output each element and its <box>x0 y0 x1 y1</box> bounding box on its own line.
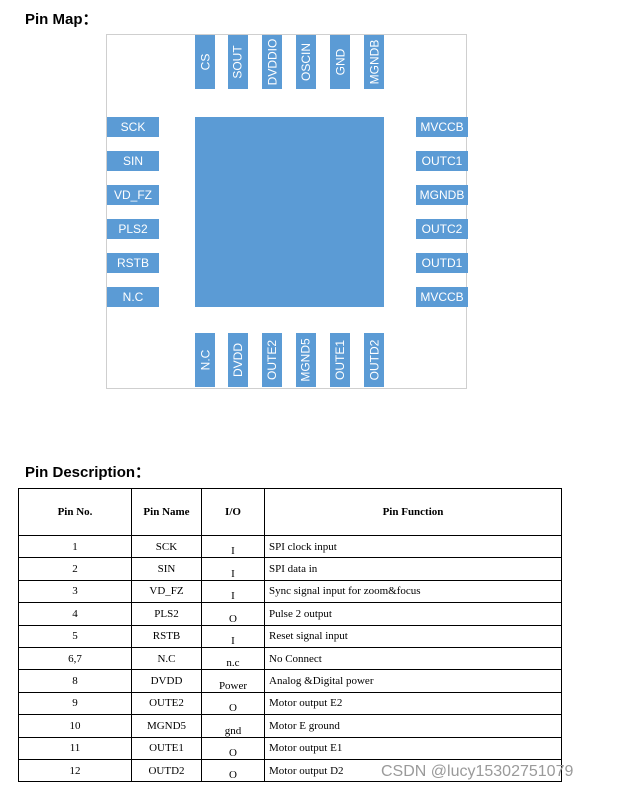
cell-pin-function: Motor output E2 <box>264 691 562 716</box>
cell-pin-name: RSTB <box>131 624 202 648</box>
pin-bottom-6: OUTD2 <box>364 333 384 387</box>
pin-bottom-4: MGND5 <box>296 333 316 387</box>
cell-pin-no: 2 <box>18 557 132 581</box>
cell-pin-function: No Connect <box>264 646 562 671</box>
pin-description-heading: Pin Description： <box>25 464 151 481</box>
table-row: 9 OUTE2 O Motor output E2 <box>18 691 562 716</box>
cell-pin-no: 11 <box>18 736 132 760</box>
pin-left-3: VD_FZ <box>107 185 159 205</box>
cell-io: I <box>201 579 265 604</box>
cell-io: O <box>201 602 265 626</box>
cell-pin-no: 1 <box>18 534 132 559</box>
table-row: 1 SCK I SPI clock input <box>18 534 562 559</box>
cell-pin-no: 6,7 <box>18 646 132 671</box>
pin-left-1: SCK <box>107 117 159 137</box>
cell-pin-function: Analog &Digital power <box>264 669 562 693</box>
cell-pin-function: Motor output E1 <box>264 736 562 760</box>
column-header-pin-name: Pin Name <box>131 488 202 536</box>
cell-io: Power <box>201 669 265 693</box>
cell-pin-function: Reset signal input <box>264 624 562 648</box>
pin-top-2: SOUT <box>228 35 248 89</box>
pin-right-6: MVCCB <box>416 287 468 307</box>
column-header-pin-function: Pin Function <box>264 488 562 536</box>
pin-top-1: CS <box>195 35 215 89</box>
table-row: 3 VD_FZ I Sync signal input for zoom&foc… <box>18 579 562 604</box>
cell-pin-no: 8 <box>18 669 132 693</box>
table-row: 6,7 N.C n.c No Connect <box>18 646 562 671</box>
pin-description-table: Pin No. Pin Name I/O Pin Function 1 SCK … <box>18 488 562 783</box>
pin-map-diagram: CS SOUT DVDDIO OSCIN GND MGNDB SCK SIN V… <box>106 34 468 389</box>
cell-io: n.c <box>201 646 265 671</box>
cell-pin-name: PLS2 <box>131 602 202 626</box>
cell-pin-name: N.C <box>131 646 202 671</box>
table-row: 11 OUTE1 O Motor output E1 <box>18 736 562 760</box>
pin-left-4: PLS2 <box>107 219 159 239</box>
pin-right-2: OUTC1 <box>416 151 468 171</box>
pin-top-6: MGNDB <box>364 35 384 89</box>
cell-pin-name: OUTE2 <box>131 691 202 716</box>
cell-pin-function: SPI clock input <box>264 534 562 559</box>
cell-pin-function: Motor E ground <box>264 714 562 738</box>
pin-right-3: MGNDB <box>416 185 468 205</box>
cell-io: I <box>201 534 265 559</box>
cell-pin-name: VD_FZ <box>131 579 202 604</box>
pin-top-4: OSCIN <box>296 35 316 89</box>
pin-right-5: OUTD1 <box>416 253 468 273</box>
cell-pin-name: SIN <box>131 557 202 581</box>
pin-right-4: OUTC2 <box>416 219 468 239</box>
cell-pin-name: OUTD2 <box>131 758 202 783</box>
table-row: 5 RSTB I Reset signal input <box>18 624 562 648</box>
chip-die <box>195 117 384 307</box>
cell-io: O <box>201 691 265 716</box>
cell-io: gnd <box>201 714 265 738</box>
cell-pin-function: Motor output D2 <box>264 758 562 783</box>
pin-map-heading: Pin Map： <box>25 11 98 28</box>
pin-left-6: N.C <box>107 287 159 307</box>
cell-io: I <box>201 624 265 648</box>
cell-pin-no: 9 <box>18 691 132 716</box>
table-row: 8 DVDD Power Analog &Digital power <box>18 669 562 693</box>
pin-left-2: SIN <box>107 151 159 171</box>
pin-left-5: RSTB <box>107 253 159 273</box>
cell-pin-name: DVDD <box>131 669 202 693</box>
cell-pin-no: 10 <box>18 714 132 738</box>
cell-pin-name: MGND5 <box>131 714 202 738</box>
pin-top-3: DVDDIO <box>262 35 282 89</box>
cell-io: I <box>201 557 265 581</box>
pin-bottom-2: DVDD <box>228 333 248 387</box>
column-header-pin-no: Pin No. <box>18 488 132 536</box>
table-row: 12 OUTD2 O Motor output D2 <box>18 758 562 783</box>
cell-io: O <box>201 736 265 760</box>
column-header-io: I/O <box>201 488 265 536</box>
pin-top-5: GND <box>330 35 350 89</box>
cell-pin-no: 4 <box>18 602 132 626</box>
cell-pin-function: SPI data in <box>264 557 562 581</box>
cell-pin-function: Pulse 2 output <box>264 602 562 626</box>
cell-pin-name: SCK <box>131 534 202 559</box>
cell-pin-name: OUTE1 <box>131 736 202 760</box>
table-header-row: Pin No. Pin Name I/O Pin Function <box>18 488 562 536</box>
watermark: CSDN @lucy15302751079 <box>381 763 574 780</box>
table-row: 10 MGND5 gnd Motor E ground <box>18 714 562 738</box>
cell-pin-function: Sync signal input for zoom&focus <box>264 579 562 604</box>
cell-pin-no: 12 <box>18 758 132 783</box>
table-row: 4 PLS2 O Pulse 2 output <box>18 602 562 626</box>
pin-bottom-1: N.C <box>195 333 215 387</box>
cell-pin-no: 3 <box>18 579 132 604</box>
cell-io: O <box>201 758 265 783</box>
pin-bottom-3: OUTE2 <box>262 333 282 387</box>
pin-right-1: MVCCB <box>416 117 468 137</box>
cell-pin-no: 5 <box>18 624 132 648</box>
table-row: 2 SIN I SPI data in <box>18 557 562 581</box>
pin-bottom-5: OUTE1 <box>330 333 350 387</box>
